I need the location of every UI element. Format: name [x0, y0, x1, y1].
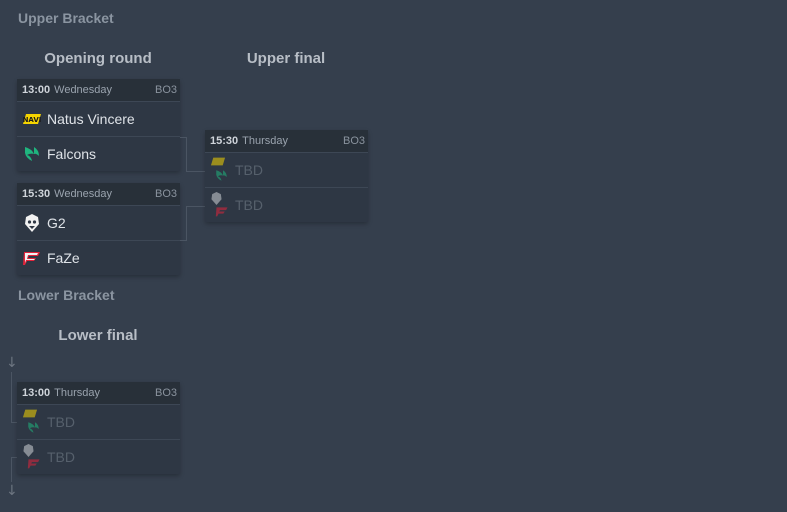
match-day: Wednesday	[54, 188, 113, 200]
svg-text:NAVI: NAVI	[23, 116, 42, 124]
arrow-down-icon: ↓	[6, 483, 18, 499]
team-row-tbd[interactable]: TBD	[17, 439, 180, 474]
match-time: 13:00	[22, 84, 51, 96]
team-name: FaZe	[47, 250, 80, 266]
bracket-connector	[186, 206, 205, 207]
match-card-upper-final[interactable]: 15:30 Thursday BO3 TBD TBD	[205, 130, 368, 222]
round-title-upper-final: Upper final	[246, 50, 326, 67]
team-row-tbd[interactable]: TBD	[205, 152, 368, 187]
team-row[interactable]: G2	[17, 205, 180, 240]
navi-logo-icon	[22, 409, 38, 418]
bracket-connector	[180, 206, 187, 241]
match-header: 15:30 Wednesday BO3	[17, 183, 180, 205]
match-format: BO3	[154, 188, 177, 200]
arrow-down-icon: ↓	[6, 355, 18, 371]
match-header: 13:00 Wednesday BO3	[17, 79, 180, 101]
upper-bracket-title: Upper Bracket	[18, 10, 114, 26]
team-name: TBD	[235, 197, 263, 213]
match-header: 15:30 Thursday BO3	[205, 130, 368, 152]
match-day: Wednesday	[54, 84, 113, 96]
team-row-tbd[interactable]: TBD	[205, 187, 368, 222]
bracket-connector	[180, 137, 187, 172]
match-day: Thursday	[54, 387, 100, 399]
falcons-logo-icon	[28, 422, 39, 433]
team-name: Natus Vincere	[47, 111, 135, 127]
falcons-logo-icon	[22, 144, 42, 164]
navi-logo-icon	[210, 157, 226, 166]
navi-logo-icon: NAVI	[22, 109, 42, 129]
match-format: BO3	[342, 135, 365, 147]
match-day: Thursday	[242, 135, 288, 147]
team-name: TBD	[235, 162, 263, 178]
possible-teams	[22, 443, 42, 471]
match-time: 13:00	[22, 387, 51, 399]
possible-teams	[210, 191, 230, 219]
match-time: 15:30	[22, 188, 51, 200]
match-format: BO3	[154, 387, 177, 399]
team-name: Falcons	[47, 146, 97, 162]
match-card-opening-2[interactable]: 15:30 Wednesday BO3 G2 FaZe	[17, 183, 180, 275]
match-format: BO3	[154, 84, 177, 96]
lower-bracket-title: Lower Bracket	[18, 287, 115, 303]
bracket-connector	[11, 372, 18, 423]
bracket-connector	[186, 171, 205, 172]
match-header: 13:00 Thursday BO3	[17, 382, 180, 404]
team-row[interactable]: FaZe	[17, 240, 180, 275]
possible-teams	[210, 156, 230, 184]
falcons-logo-icon	[216, 170, 227, 181]
team-row[interactable]: Falcons	[17, 136, 180, 171]
bracket-connector	[11, 457, 18, 482]
faze-logo-icon	[27, 459, 40, 469]
team-row[interactable]: NAVI Natus Vincere	[17, 101, 180, 136]
match-card-lower-final[interactable]: 13:00 Thursday BO3 TBD TBD	[17, 382, 180, 474]
round-title-opening: Opening round	[44, 50, 152, 67]
team-name: TBD	[47, 449, 75, 465]
match-time: 15:30	[210, 135, 239, 147]
round-title-lower-final: Lower final	[58, 327, 138, 344]
possible-teams	[22, 408, 42, 436]
g2-logo-icon	[22, 213, 42, 233]
g2-logo-icon	[211, 192, 222, 205]
g2-logo-icon	[23, 444, 34, 457]
faze-logo-icon	[22, 248, 42, 268]
team-row-tbd[interactable]: TBD	[17, 404, 180, 439]
faze-logo-icon	[215, 207, 228, 217]
match-card-opening-1[interactable]: 13:00 Wednesday BO3 NAVI Natus Vincere F…	[17, 79, 180, 171]
team-name: TBD	[47, 414, 75, 430]
team-name: G2	[47, 215, 66, 231]
